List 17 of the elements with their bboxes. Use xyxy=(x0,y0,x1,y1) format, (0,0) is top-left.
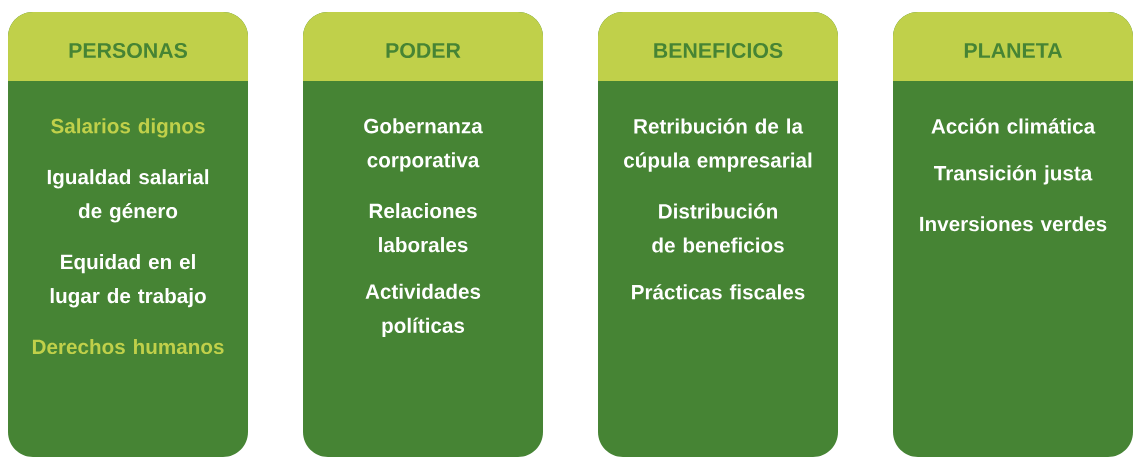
list-item: Equidad en el lugar de trabajo xyxy=(50,254,206,308)
list-item: Retribución de la cúpula empresarial xyxy=(624,118,812,172)
list-item: Actividades políticas xyxy=(365,283,481,338)
card-heading: BENEFICIOS xyxy=(654,42,783,59)
list-item: Derechos humanos xyxy=(32,338,224,355)
list-item: Distribución de beneficios xyxy=(652,203,784,253)
list-item: Prácticas fiscales xyxy=(632,284,805,300)
card-heading: PLANETA xyxy=(964,43,1063,58)
list-item: Igualdad salarial de género xyxy=(47,169,209,223)
card-heading: PERSONAS xyxy=(69,42,187,59)
list-item: Salarios dignos xyxy=(51,118,205,138)
list-item: Transición justa xyxy=(934,165,1093,185)
list-item: Acción climática xyxy=(931,118,1096,134)
list-item: Inversiones verdes xyxy=(920,216,1107,232)
list-item: Gobernanza corporativa xyxy=(364,118,483,172)
list-item: Relaciones laborales xyxy=(369,203,477,253)
card-heading: PODER xyxy=(386,42,461,59)
